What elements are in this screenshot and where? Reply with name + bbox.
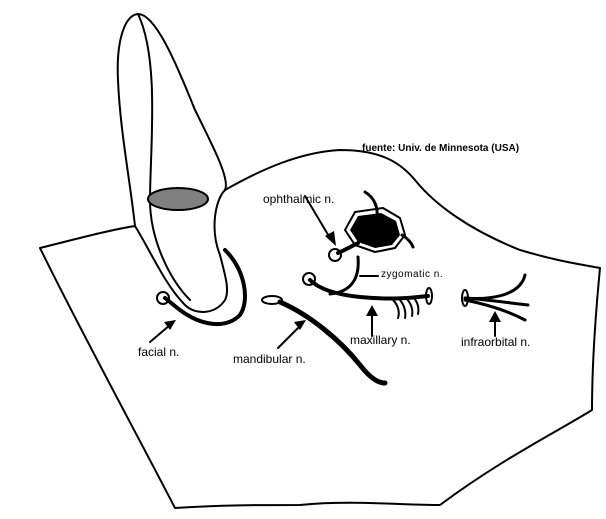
maxillary-branches xyxy=(392,297,420,319)
maxillary-nerve xyxy=(308,278,430,301)
arrow-ophthalmic xyxy=(304,195,331,239)
ear-outline xyxy=(116,13,229,313)
arrowhead-maxillary xyxy=(366,305,378,316)
mandibular-nerve xyxy=(277,299,388,386)
arrowhead-mandibular xyxy=(294,320,306,330)
label-facial: facial n. xyxy=(138,345,180,359)
head-outline xyxy=(39,149,601,509)
label-zygomatic: zygomatic n. xyxy=(381,269,444,280)
infraorbital-foramen xyxy=(461,289,469,307)
arrowhead-ophthalmic xyxy=(325,231,336,246)
round-foramen xyxy=(425,287,433,305)
arrow-mandibular xyxy=(277,325,301,349)
arrowhead-facial xyxy=(164,320,176,330)
zygomatic-nerve xyxy=(328,255,360,296)
ear-inner-line xyxy=(137,13,191,301)
maxillary-foramen xyxy=(302,272,316,286)
mandibular-foramen xyxy=(261,295,283,305)
orbit-outline xyxy=(344,207,406,253)
source-credit: fuente: Univ. de Minnesota (USA) xyxy=(362,143,520,154)
arrow-facial xyxy=(149,324,171,343)
label-mandibular: mandibular n. xyxy=(233,352,306,366)
ophthalmic-nerve-top xyxy=(363,190,379,219)
label-ophthalmic: ophthalmic n. xyxy=(263,192,335,206)
arrowhead-infraorbital xyxy=(489,311,501,322)
ophthalmic-foramen xyxy=(328,248,342,262)
infraorbital-nerve xyxy=(463,273,530,322)
facial-nerve xyxy=(163,248,247,327)
label-infraorbital: infraorbital n. xyxy=(461,335,531,349)
orbit-fill xyxy=(350,213,400,248)
label-maxillary: maxillary n. xyxy=(350,333,411,347)
facial-foramen xyxy=(156,291,170,305)
ear-spot xyxy=(147,187,209,211)
